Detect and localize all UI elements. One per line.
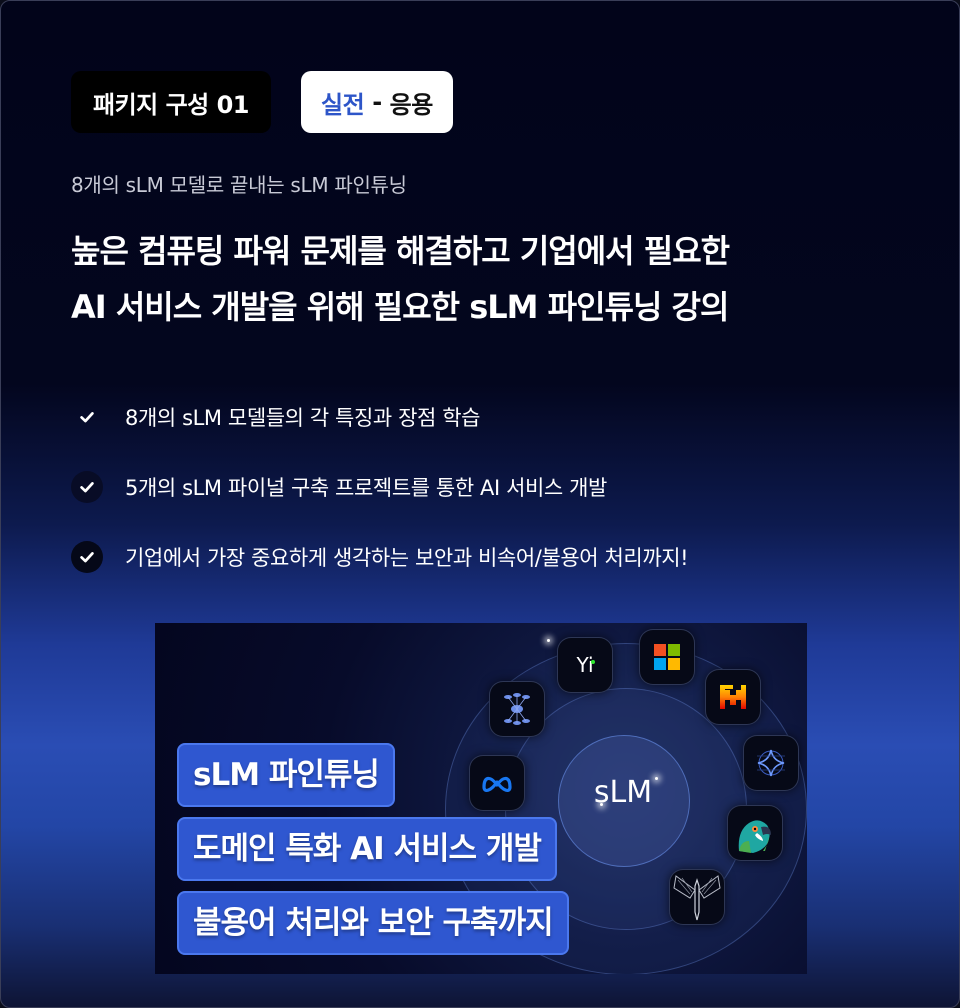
yi-logo-text: Yi: [576, 653, 594, 677]
sparkle-icon: [655, 777, 658, 780]
parrot-logo-icon: [727, 805, 783, 861]
subtitle: 8개의 sLM 모델로 끝내는 sLM 파인튜닝: [71, 173, 407, 197]
feature-list: 8개의 sLM 모델들의 각 특징과 장점 학습 5개의 sLM 파이널 구축 …: [71, 397, 689, 607]
level-badge: 실전 - 응용: [301, 71, 453, 133]
check-icon: [71, 401, 103, 433]
headline-line-1: 높은 컴퓨팅 파워 문제를 해결하고 기업에서 필요한: [71, 232, 730, 270]
package-badge: 패키지 구성 01: [71, 71, 272, 133]
banner-pill: sLM 파인튜닝: [177, 743, 395, 807]
headline-line-2: AI 서비스 개발을 위해 필요한 sLM 파인튜닝 강의: [71, 288, 729, 326]
level-accent: 실전: [321, 90, 365, 119]
level-separator: -: [372, 88, 382, 116]
banner-pills: sLM 파인튜닝 도메인 특화 AI 서비스 개발 불용어 처리와 보안 구축까…: [177, 743, 569, 965]
yi-logo-icon: Yi: [557, 637, 613, 693]
mistral-logo-icon: [705, 669, 761, 725]
sparkle-icon: [547, 639, 550, 642]
yi-dot: [591, 660, 595, 664]
check-icon: [71, 471, 103, 503]
phoenix-logo-icon: [669, 869, 725, 925]
sparkle-icon: [600, 803, 603, 806]
network-graph-logo-icon: [489, 681, 545, 737]
level-rest: 응용: [389, 90, 434, 119]
feature-text: 5개의 sLM 파이널 구축 프로젝트를 통한 AI 서비스 개발: [125, 476, 607, 500]
gemma-sparkle-logo-icon: [743, 735, 799, 791]
microsoft-logo-icon: [639, 629, 695, 685]
feature-text: 8개의 sLM 모델들의 각 특징과 장점 학습: [125, 406, 481, 430]
meta-logo-icon: [469, 755, 525, 811]
feature-item: 기업에서 가장 중요하게 생각하는 보안과 비속어/불용어 처리까지!: [71, 537, 689, 577]
feature-text: 기업에서 가장 중요하게 생각하는 보안과 비속어/불용어 처리까지!: [125, 546, 689, 570]
course-banner-image: sLM Yi: [155, 623, 807, 974]
headline: 높은 컴퓨팅 파워 문제를 해결하고 기업에서 필요한 AI 서비스 개발을 위…: [71, 223, 730, 335]
badge-row: 패키지 구성 01 실전 - 응용: [71, 71, 453, 133]
feature-item: 5개의 sLM 파이널 구축 프로젝트를 통한 AI 서비스 개발: [71, 467, 688, 507]
orbit-ring-inner: [558, 735, 690, 867]
package-badge-label: 패키지 구성 01: [93, 90, 250, 119]
slm-core-label: sLM: [593, 775, 653, 810]
check-icon: [71, 541, 103, 573]
banner-pill: 도메인 특화 AI 서비스 개발: [177, 817, 557, 881]
feature-item: 8개의 sLM 모델들의 각 특징과 장점 학습: [71, 397, 688, 437]
banner-pill: 불용어 처리와 보안 구축까지: [177, 891, 569, 955]
